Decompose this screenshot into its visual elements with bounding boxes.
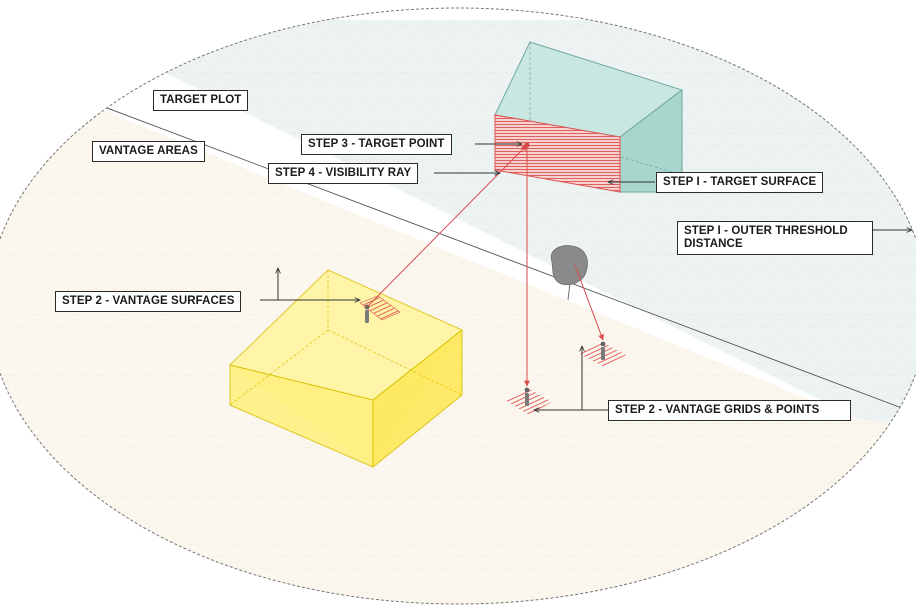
label-step2-vantage-surfaces: STEP 2 - VANTAGE SURFACES	[55, 291, 242, 312]
label-step2-vantage-grids: STEP 2 - VANTAGE GRIDS & POINTS	[608, 400, 851, 421]
person-figure-a	[364, 304, 370, 323]
label-step3-target-point: STEP 3 - TARGET POINT	[301, 134, 452, 155]
label-vantage-areas: VANTAGE AREAS	[92, 141, 205, 162]
target-surface	[494, 114, 621, 193]
zone-boundary	[0, 59, 916, 431]
vantage-surface-patch	[359, 295, 401, 321]
visibility-ray-c	[574, 264, 604, 341]
leader-lines	[260, 144, 912, 410]
vantage-building	[229, 269, 463, 469]
label-target-plot: TARGET PLOT	[153, 90, 249, 111]
target-point-dot	[524, 142, 530, 148]
target-building	[494, 41, 684, 193]
person-figure-c	[600, 341, 606, 360]
tree-obstacle	[550, 245, 588, 301]
label-step1-target-surface: STEP I - TARGET SURFACE	[656, 172, 824, 193]
label-step4-visibility-ray: STEP 4 - VISIBILITY RAY	[268, 163, 419, 184]
outer-threshold-ellipse	[0, 7, 916, 605]
person-figure-b	[524, 387, 530, 406]
label-step1-outer-threshold: STEP I - OUTER THRESHOLD DISTANCE	[677, 221, 873, 255]
